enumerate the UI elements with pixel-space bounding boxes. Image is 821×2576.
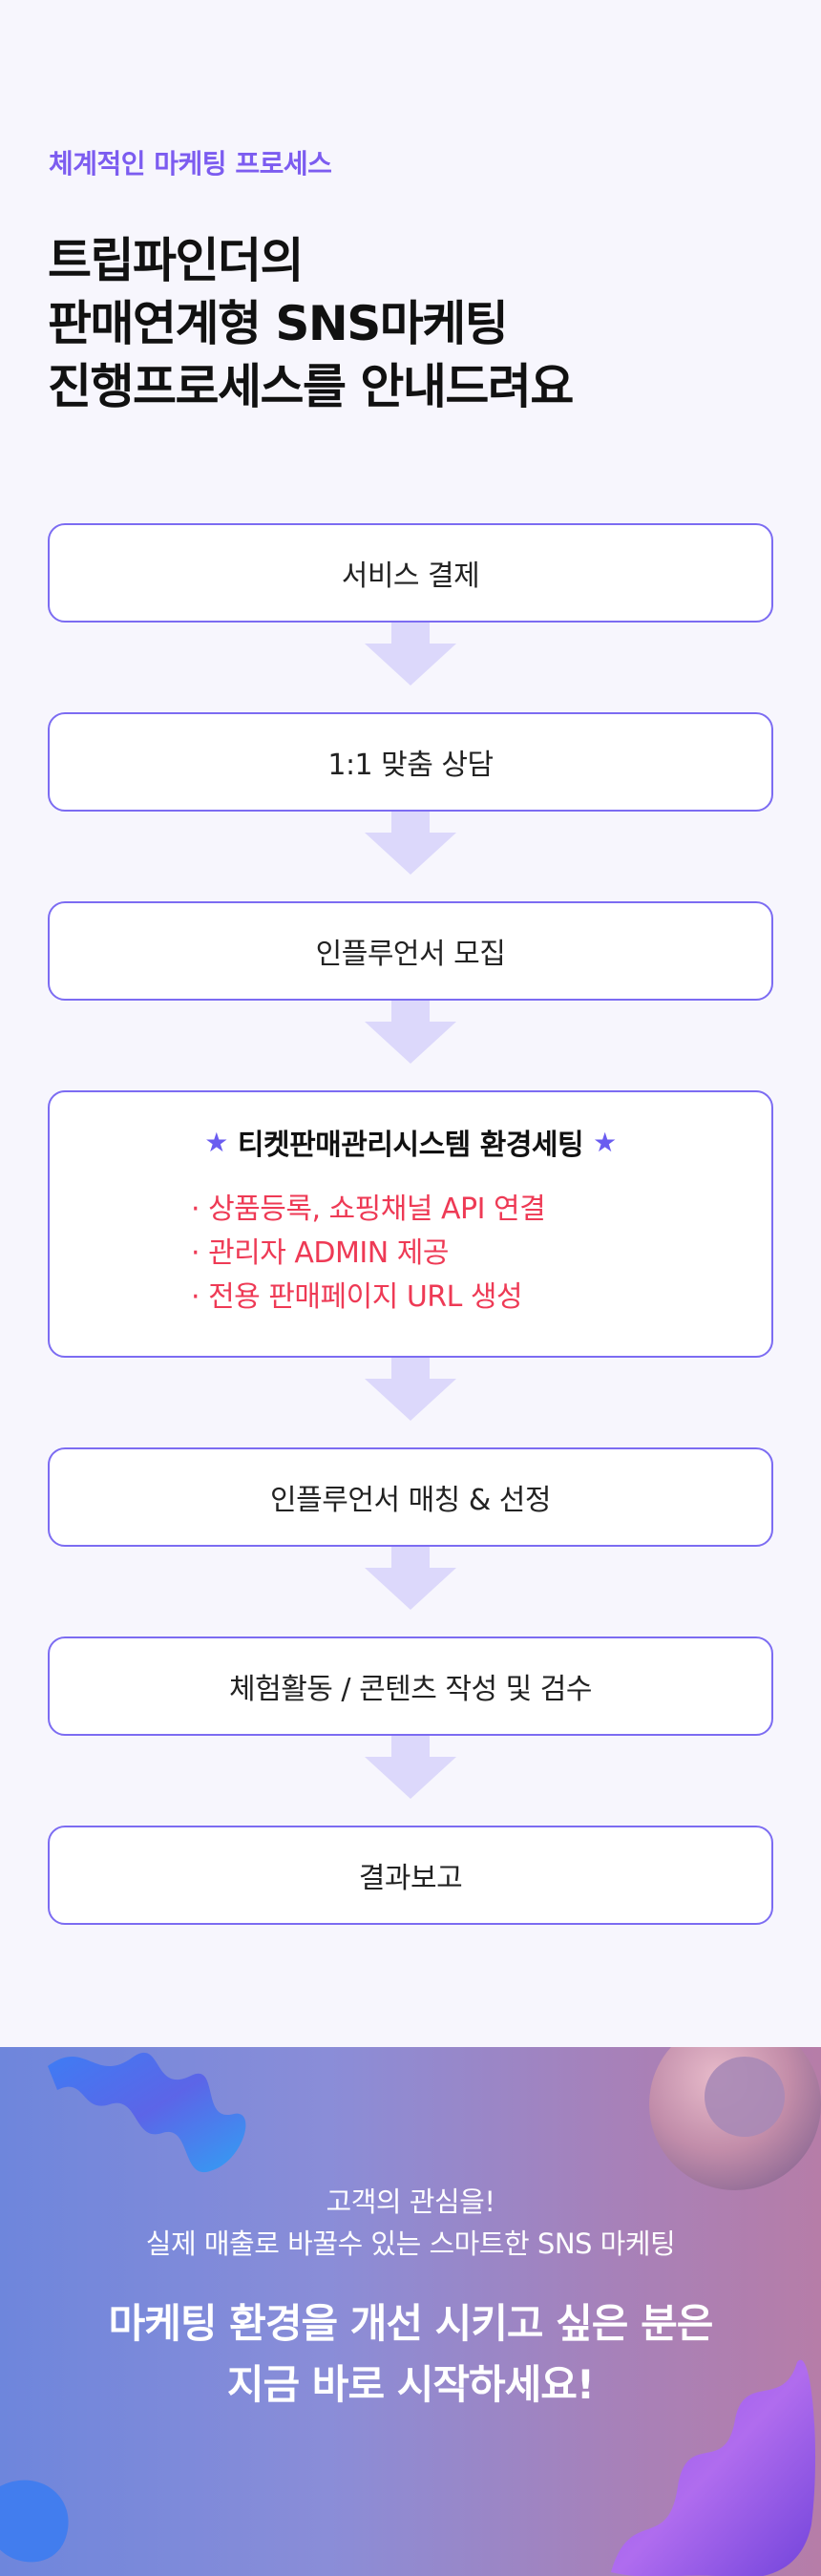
cta-line: 지금 바로 시작하세요! [226,2361,595,2408]
detail-item: · 상품등록, 쇼핑채널 API 연결 [191,1193,546,1226]
title-line: 진행프로세스를 안내드려요 [48,359,574,414]
arrow-down-icon [365,1736,456,1799]
step-system-setup: ★ 티켓판매관리시스템 환경세팅 ★ · 상품등록, 쇼핑채널 API 연결 ·… [48,1090,773,1358]
section-eyebrow: 체계적인 마케팅 프로세스 [49,148,332,179]
step-label: 1:1 맞춤 상담 [327,749,494,782]
arrow-down-icon [365,1547,456,1610]
cta-line: 마케팅 환경을 개선 시키고 싶은 분은 [108,2300,714,2347]
page-title: 트립파인더의 판매연계형 SNS마케팅 진행프로세스를 안내드려요 [48,229,574,418]
title-line: 판매연계형 SNS마케팅 [48,296,509,351]
step-label: 인플루언서 모집 [315,938,506,971]
step-label: 서비스 결제 [341,560,480,593]
detail-item: · 전용 판매페이지 URL 생성 [191,1280,523,1314]
star-icon: ★ [204,1126,228,1158]
ring-shape-icon [649,2047,821,2190]
step-content-review: 체험활동 / 콘텐츠 작성 및 검수 [48,1636,773,1736]
step-payment: 서비스 결제 [48,523,773,623]
step-matching: 인플루언서 매칭 & 선정 [48,1447,773,1547]
process-section: 체계적인 마케팅 프로세스 트립파인더의 판매연계형 SNS마케팅 진행프로세스… [48,148,773,1925]
step-details: · 상품등록, 쇼핑채널 API 연결 · 관리자 ADMIN 제공 · 전용 … [191,1188,611,1320]
detail-item: · 관리자 ADMIN 제공 [191,1236,449,1270]
arrow-down-icon [365,623,456,686]
step-label: 티켓판매관리시스템 환경세팅 [237,1129,584,1162]
title-line: 트립파인더의 [48,233,304,288]
step-report: 결과보고 [48,1826,773,1925]
arrow-down-icon [365,1001,456,1064]
banner-cta-text: 마케팅 환경을 개선 시키고 싶은 분은 지금 바로 시작하세요! [0,2293,821,2416]
arrow-down-icon [365,812,456,875]
cta-banner: 고객의 관심을! 실제 매출로 바꿀수 있는 스마트한 SNS 마케팅 마케팅 … [0,2047,821,2576]
step-recruit-influencers: 인플루언서 모집 [48,901,773,1001]
blob-shape-icon [0,2480,69,2563]
star-icon: ★ [593,1126,617,1158]
step-title: ★ 티켓판매관리시스템 환경세팅 ★ [204,1121,617,1163]
banner-subtitle: 고객의 관심을! 실제 매출로 바꿀수 있는 스마트한 SNS 마케팅 [0,2181,821,2265]
step-label: 체험활동 / 콘텐츠 작성 및 검수 [229,1673,593,1706]
twisted-shape-icon [611,2359,816,2576]
subtitle-line: 고객의 관심을! [326,2185,495,2218]
arrow-down-icon [365,1358,456,1421]
step-consultation: 1:1 맞춤 상담 [48,712,773,812]
step-label: 결과보고 [358,1862,463,1895]
subtitle-line: 실제 매출로 바꿀수 있는 스마트한 SNS 마케팅 [145,2228,676,2260]
twisted-shape-icon [48,2052,246,2173]
step-label: 인플루언서 매칭 & 선정 [270,1484,551,1517]
